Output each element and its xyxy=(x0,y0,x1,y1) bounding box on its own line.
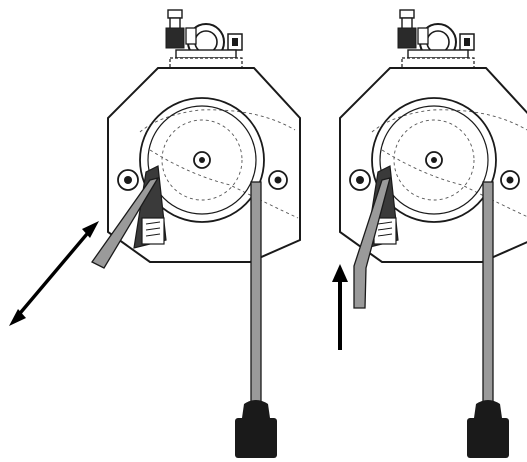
arrow-icon xyxy=(9,221,99,326)
free-rope-left xyxy=(91,176,160,269)
free-rope-right xyxy=(353,177,391,309)
panel-left xyxy=(9,9,301,459)
arrow-icon xyxy=(332,264,348,350)
panel-right xyxy=(332,9,527,459)
